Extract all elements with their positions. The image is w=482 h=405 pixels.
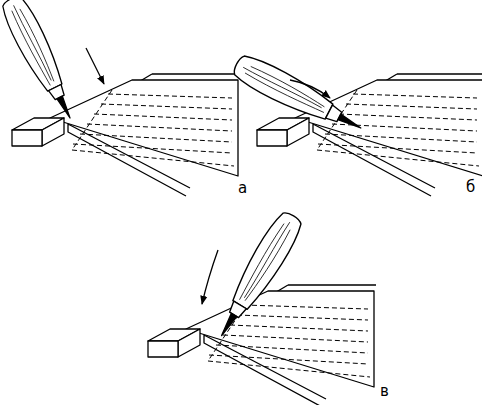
awl — [0, 0, 82, 124]
board-panel — [148, 285, 376, 405]
awl — [230, 51, 368, 141]
motion-arrow — [290, 80, 330, 98]
board-panel — [12, 74, 240, 196]
awl — [209, 208, 306, 343]
motion-arrow — [86, 48, 104, 84]
motion-arrow — [202, 250, 218, 304]
panel-letter: а — [238, 181, 247, 196]
panel-letter: б — [466, 180, 475, 195]
panel-letter: в — [380, 384, 389, 399]
